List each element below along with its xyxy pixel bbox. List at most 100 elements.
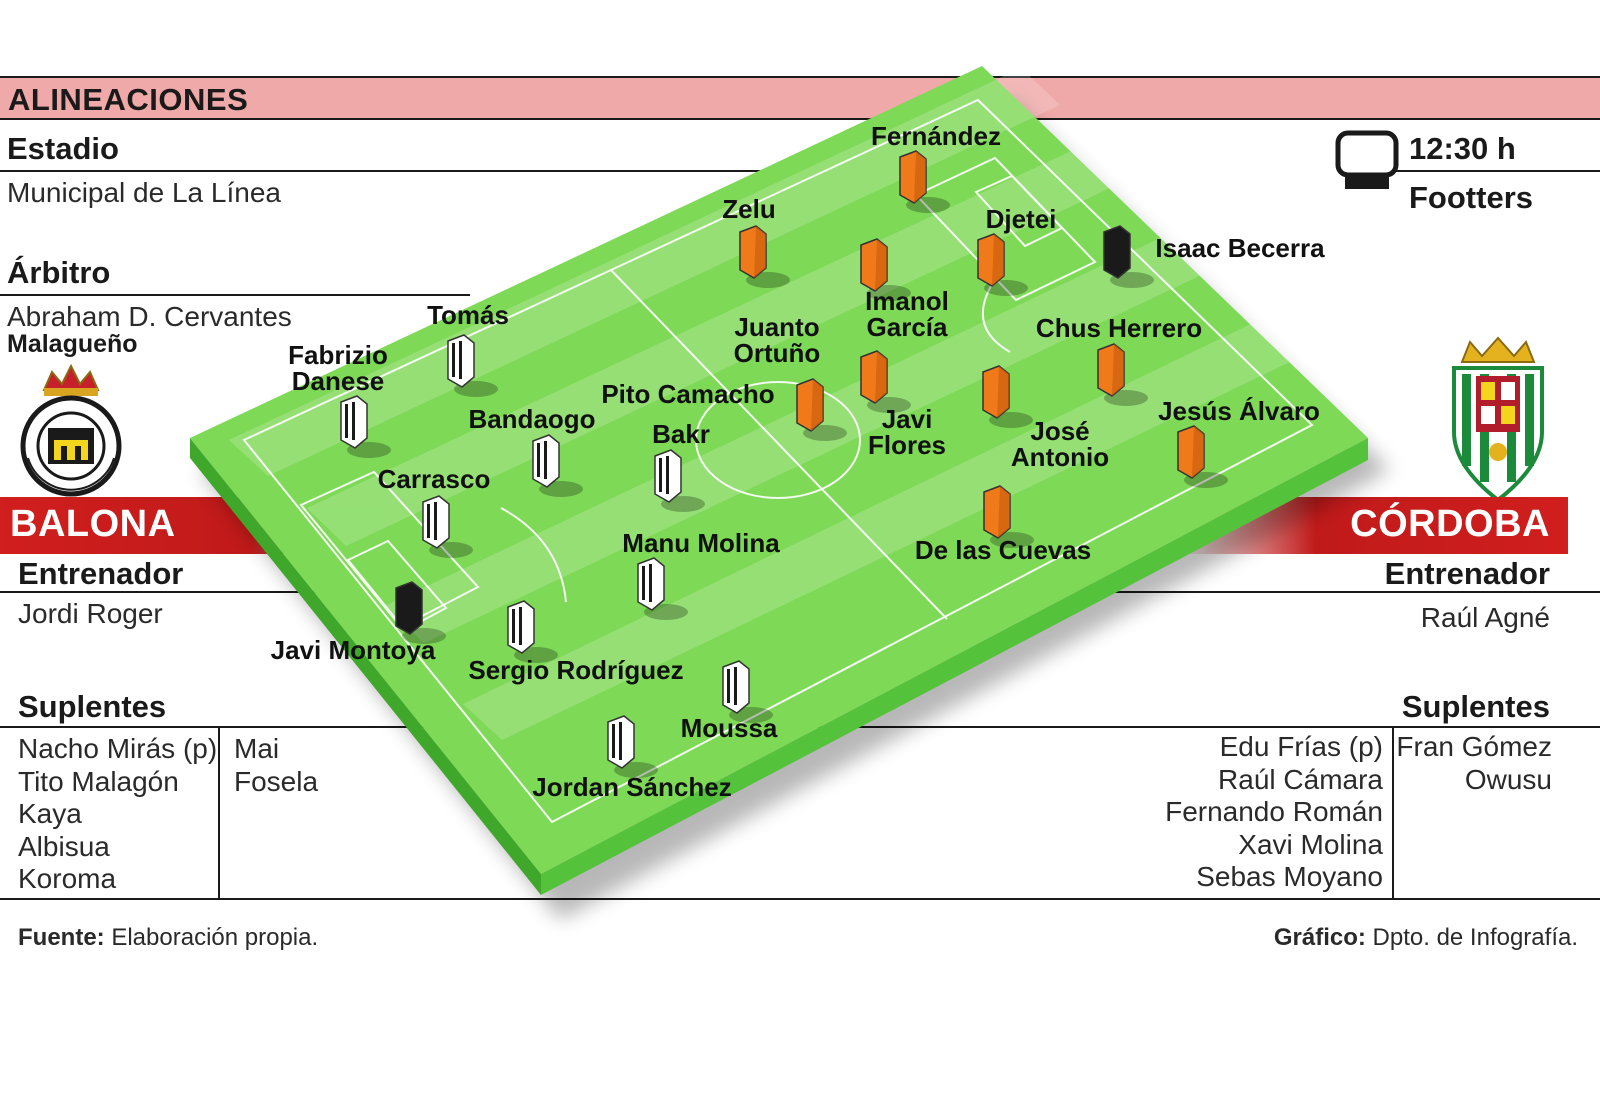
home-player-name: Tomás [427,300,509,330]
away-player-name: Chus Herrero [1036,313,1202,343]
away-team-name: CÓRDOBA [1350,503,1550,545]
away-player-figure [1097,343,1148,406]
home-player-name: Carrasco [378,464,491,494]
home-player-figure [507,600,558,663]
away-player-figure [1103,225,1154,288]
away-coach-label: Entrenador [1384,556,1550,591]
away-player-figure [796,378,847,441]
home-crest-logo [20,363,122,497]
away-player-figure [899,150,950,213]
referee-region: Malagueño [7,330,138,358]
broadcast-channel: Footters [1409,180,1533,215]
list-item: Kaya [18,798,82,829]
pitch-edge [190,438,541,895]
away-player-figure [1177,425,1228,488]
away-player-figure [739,225,790,288]
home-coach-name: Jordi Roger [18,598,163,629]
away-player-name: Juanto [734,312,819,342]
home-player-figure [532,434,583,497]
home-player-name: Fabrizio [288,340,388,370]
away-player-name-line2: Flores [868,430,946,460]
home-subs-col2: Mai Fosela [234,733,318,798]
home-team-name: BALONA [10,503,176,545]
home-coach-label: Entrenador [18,556,184,591]
column-divider [218,727,220,899]
divider [0,170,760,172]
away-player-name: Jesús Álvaro [1158,396,1320,426]
divider [1100,591,1600,593]
away-player-name: José [1030,416,1089,446]
divider [1380,170,1600,172]
home-subs-col1: Nacho Mirás (p) Tito Malagón Kaya Albisu… [18,733,217,896]
list-item: Mai [234,733,280,764]
away-player-figure [860,238,911,301]
graphic-text: Dpto. de Infografía. [1372,924,1578,951]
away-player-figure [860,350,911,413]
away-subs-label: Suplentes [1401,689,1550,724]
list-item: Fran Gómez [1396,731,1552,762]
away-player-name-line2: Antonio [1011,442,1109,472]
match-time: 12:30 h [1409,131,1516,166]
away-player-name: Imanol [865,286,949,316]
away-player-name: Javi [882,404,933,434]
divider [0,898,1600,900]
stadium-name: Municipal de La Línea [7,177,281,208]
home-player-name: Javi Montoya [271,635,436,665]
pitch-stripes [229,68,1294,740]
list-item: Koroma [18,863,117,894]
home-player-figure [340,395,391,458]
referee-name: Abraham D. Cervantes [7,301,292,332]
away-player-figure [983,485,1034,548]
away-subs-col1: Edu Frías (p) Raúl Cámara Fernando Román… [1165,731,1383,894]
home-player-name: Pito Camacho [601,379,774,409]
source-label: Fuente: [18,924,105,951]
title-band: ALINEACIONES [0,76,1600,120]
list-item: Raúl Cámara [1218,763,1383,795]
footer-graphic-credit: Gráfico: Dpto. de Infografía. [1274,924,1578,952]
page-title: ALINEACIONES [8,82,249,117]
home-player-name: Sergio Rodríguez [468,655,683,685]
list-item: Tito Malagón [18,765,179,797]
tv-icon [1335,130,1399,189]
away-player-name: Fernández [871,121,1001,151]
home-player-name: Bakr [652,419,710,449]
list-item: Albisua [18,830,110,862]
away-player-figure [977,233,1028,296]
home-player-figure [422,495,473,558]
pitch-edge [541,438,1368,895]
pitch-lines [242,98,1314,824]
away-player-name-line2: García [867,312,948,342]
home-subs-label: Suplentes [18,689,167,724]
away-player-name: Isaac Becerra [1155,233,1325,263]
footer-source: Fuente: Elaboración propia. [18,924,318,952]
home-player-name: Bandaogo [468,404,595,434]
home-player-name: Jordan Sánchez [532,772,731,802]
divider [0,294,470,296]
away-player-name: Zelu [722,194,775,224]
home-player-figure [637,557,688,620]
divider [780,726,1600,728]
home-player-name-line2: Danese [292,366,385,396]
list-item: Sebas Moyano [1196,861,1383,892]
divider [0,726,600,728]
list-item: Owusu [1464,763,1552,795]
home-player-figure [395,581,446,644]
stadium-label: Estadio [7,131,119,166]
home-player-name: Moussa [681,713,778,743]
away-subs-col2: Fran Gómez Owusu [1396,731,1552,796]
referee-label: Árbitro [7,255,111,290]
divider [0,591,330,593]
home-player-figure [607,715,658,778]
list-item: Xavi Molina [1238,828,1383,860]
column-divider [1392,727,1394,899]
home-player-name: Manu Molina [622,528,780,558]
list-item: Nacho Mirás (p) [18,733,218,764]
list-item: Edu Frías (p) [1219,731,1383,762]
away-coach-name: Raúl Agné [1420,602,1550,633]
home-player-figure [722,660,773,723]
away-player-name: De las Cuevas [915,535,1091,565]
away-player-name: Djetei [986,204,1057,234]
pitch-surface [190,66,1368,874]
home-player-figure [654,449,705,512]
